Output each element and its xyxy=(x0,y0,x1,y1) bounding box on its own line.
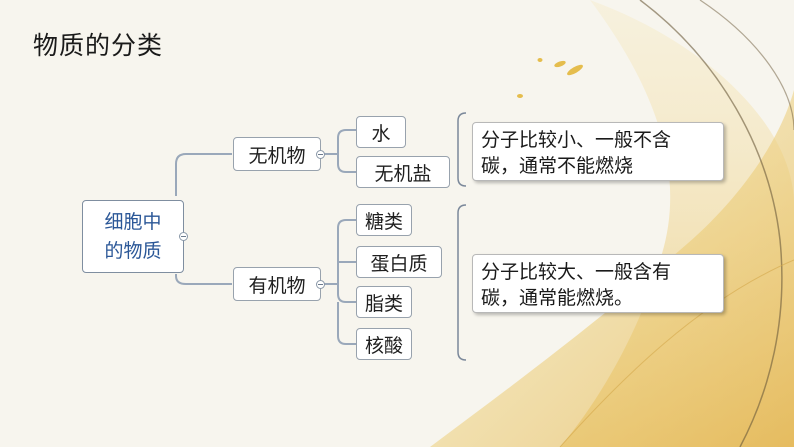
slide-title: 物质的分类 xyxy=(33,31,164,60)
leaf-label: 水 xyxy=(371,122,391,145)
leaf-label: 脂类 xyxy=(364,292,403,315)
note-text: 分子比较大、一般含有 碳，通常能燃烧。 xyxy=(481,261,672,309)
leaf-label: 蛋白质 xyxy=(370,252,428,275)
leaf-label: 无机盐 xyxy=(374,162,432,185)
collapse-toggle-root[interactable] xyxy=(179,232,188,241)
leaf-label: 糖类 xyxy=(364,210,403,233)
branch-label: 无机物 xyxy=(248,144,306,167)
leaf-node-nucleic-acid[interactable]: 核酸 xyxy=(356,328,412,360)
leaf-node-protein[interactable]: 蛋白质 xyxy=(356,246,442,278)
root-label: 细胞中 的物质 xyxy=(104,210,162,262)
note-inorganic: 分子比较小、一般不含 碳，通常不能燃烧 xyxy=(472,122,724,181)
branch-node-inorganic[interactable]: 无机物 xyxy=(233,137,321,171)
note-organic: 分子比较大、一般含有 碳，通常能燃烧。 xyxy=(472,254,724,313)
branch-node-organic[interactable]: 有机物 xyxy=(233,267,321,301)
note-text: 分子比较小、一般不含 碳，通常不能燃烧 xyxy=(481,129,672,177)
collapse-toggle-organic[interactable] xyxy=(316,280,325,289)
leaf-node-water[interactable]: 水 xyxy=(356,116,406,148)
leaf-node-lipid[interactable]: 脂类 xyxy=(356,286,412,318)
branch-label: 有机物 xyxy=(248,274,306,297)
leaf-node-sugar[interactable]: 糖类 xyxy=(356,204,412,236)
root-node[interactable]: 细胞中 的物质 xyxy=(82,200,184,273)
leaf-label: 核酸 xyxy=(364,334,403,357)
leaf-node-inorganic-salt[interactable]: 无机盐 xyxy=(356,156,450,188)
collapse-toggle-inorganic[interactable] xyxy=(316,150,325,159)
